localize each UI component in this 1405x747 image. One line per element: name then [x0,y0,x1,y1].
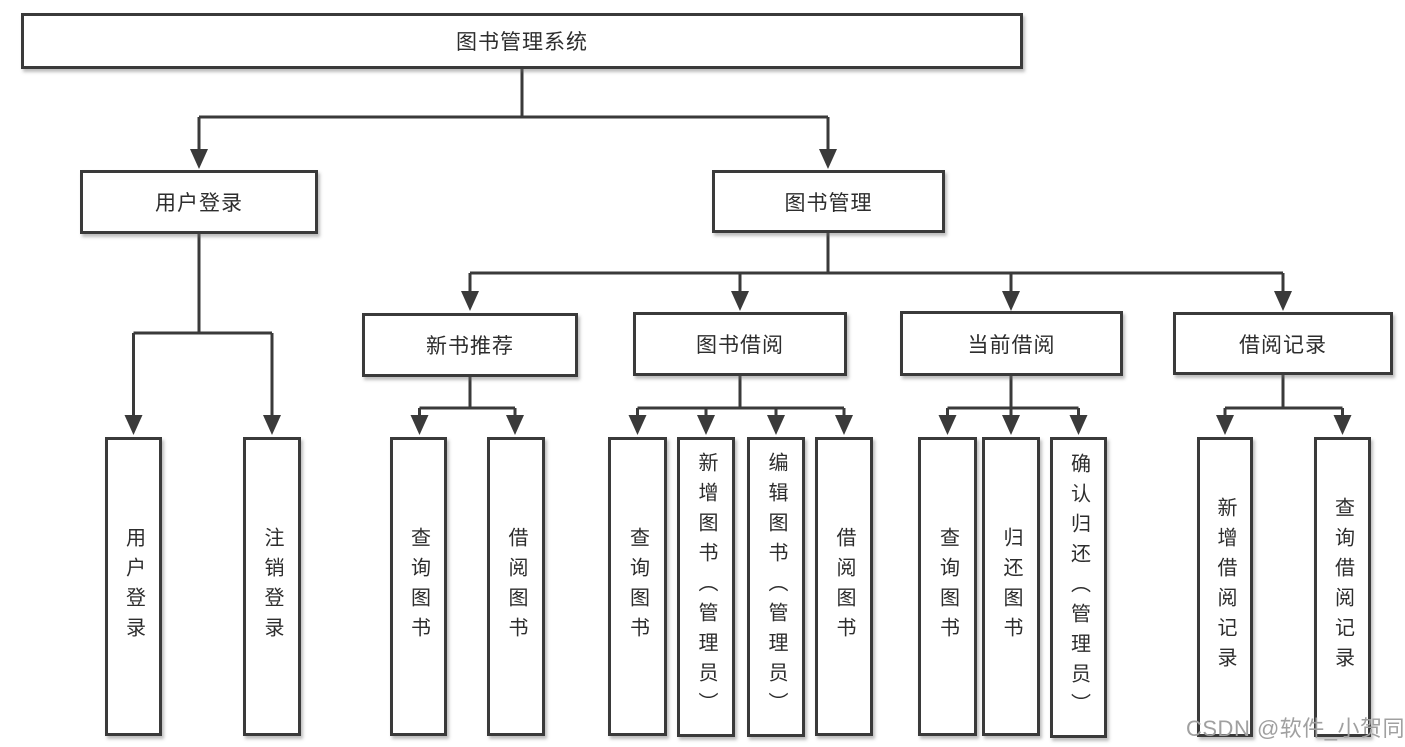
leaf-records-add-record-label: 新增借阅记录 [1214,497,1236,677]
node-root-label: 图书管理系统 [456,31,588,54]
node-book-borrowing-label: 图书借阅 [696,334,784,357]
leaf-borrow-borrow-books: 借阅图书 [815,437,873,736]
node-book-management-label: 图书管理 [784,191,873,215]
leaf-borrow-borrow-books-label: 借阅图书 [833,526,855,647]
leaf-recommend-borrow-books: 借阅图书 [487,437,545,736]
node-root: 图书管理系统 [21,13,1023,69]
leaf-user-login-label: 用户登录 [122,526,145,647]
leaf-logout: 注销登录 [243,437,301,736]
node-new-book-recommendation-label: 新书推荐 [426,335,514,358]
leaf-recommend-borrow-books-label: 借阅图书 [505,526,527,647]
node-borrowing-records-label: 借阅记录 [1239,333,1327,357]
leaf-logout-label: 注销登录 [261,526,283,647]
leaf-borrow-query-books: 查询图书 [608,437,667,736]
leaf-current-return-books-label: 归还图书 [1000,526,1022,647]
leaf-recommend-query-books-label: 查询图书 [407,526,430,647]
node-book-borrowing: 图书借阅 [633,312,847,376]
node-user-login: 用户登录 [80,170,318,234]
leaf-borrow-add-books-admin: 新增图书（管理员） [677,437,735,737]
leaf-records-add-record: 新增借阅记录 [1197,437,1253,737]
node-user-login-label: 用户登录 [155,192,243,215]
watermark: CSDN @软件_小贺同学 [1186,716,1405,741]
leaf-borrow-edit-books-admin-label: 编辑图书（管理员） [765,452,787,722]
leaf-current-return-books: 归还图书 [982,437,1040,736]
node-current-borrowing-label: 当前借阅 [967,333,1056,357]
leaf-recommend-query-books: 查询图书 [390,437,447,736]
leaf-current-query-books: 查询图书 [918,437,977,736]
leaf-borrow-edit-books-admin: 编辑图书（管理员） [747,437,805,737]
leaf-current-query-books-label: 查询图书 [936,526,959,647]
leaf-borrow-add-books-admin-label: 新增图书（管理员） [695,452,717,722]
node-borrowing-records: 借阅记录 [1173,312,1393,375]
node-new-book-recommendation: 新书推荐 [362,313,578,377]
leaf-records-query-record: 查询借阅记录 [1314,437,1371,737]
leaf-current-confirm-return-admin: 确认归还（管理员） [1050,437,1107,738]
leaf-borrow-query-books-label: 查询图书 [626,526,649,647]
leaf-records-query-record-label: 查询借阅记录 [1331,497,1354,677]
node-current-borrowing: 当前借阅 [900,311,1123,376]
node-book-management: 图书管理 [712,170,945,233]
leaf-current-confirm-return-admin-label: 确认归还（管理员） [1067,452,1090,723]
leaf-user-login: 用户登录 [105,437,162,736]
